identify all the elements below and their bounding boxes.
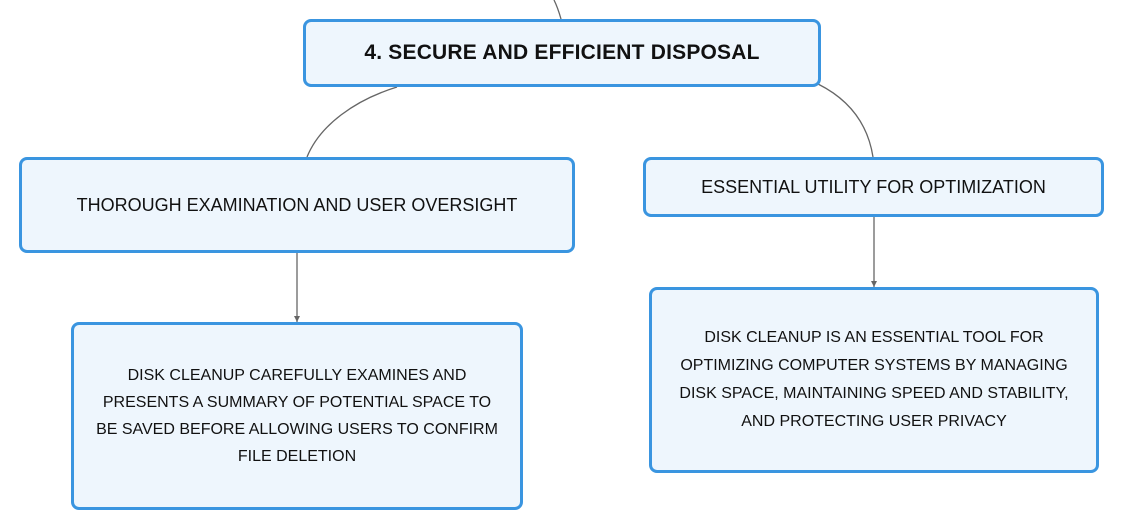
branch-node-essential-utility[interactable]: ESSENTIAL UTILITY FOR OPTIMIZATION [643, 157, 1104, 217]
leaf-node-disk-cleanup-examines[interactable]: DISK CLEANUP CAREFULLY EXAMINES AND PRES… [71, 322, 523, 510]
branch-node-thorough-examination[interactable]: THOROUGH EXAMINATION AND USER OVERSIGHT [19, 157, 575, 253]
connector-incoming-to-root [553, 0, 562, 20]
leaf-node-label: DISK CLEANUP CAREFULLY EXAMINES AND PRES… [96, 367, 498, 465]
root-node[interactable]: 4. SECURE AND EFFICIENT DISPOSAL [303, 19, 821, 87]
arrowhead-left-leaf [294, 316, 300, 322]
root-node-label: 4. SECURE AND EFFICIENT DISPOSAL [364, 41, 760, 64]
connector-root-to-left-branch [306, 86, 398, 158]
branch-node-label: ESSENTIAL UTILITY FOR OPTIMIZATION [701, 176, 1046, 197]
arrowhead-right-leaf [871, 281, 877, 287]
connector-root-to-right-branch [817, 83, 874, 158]
leaf-node-disk-cleanup-essential-tool[interactable]: DISK CLEANUP IS AN ESSENTIAL TOOL FOR OP… [649, 287, 1099, 473]
leaf-node-label: DISK CLEANUP IS AN ESSENTIAL TOOL FOR OP… [679, 329, 1069, 430]
branch-node-label: THOROUGH EXAMINATION AND USER OVERSIGHT [76, 194, 518, 215]
